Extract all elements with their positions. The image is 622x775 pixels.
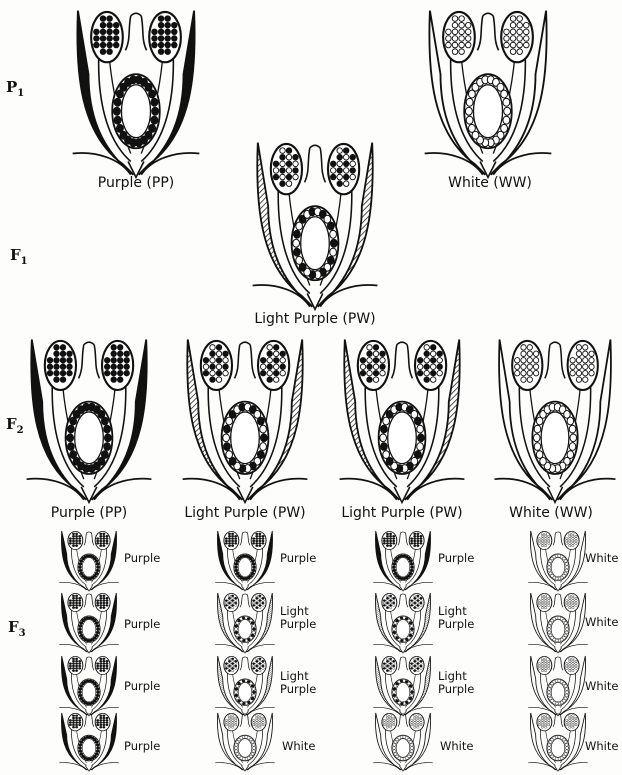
f3-col3-row1-label: Purple xyxy=(438,552,474,565)
f3-col3-row3-flower xyxy=(372,655,434,717)
f1-label: Light Purple (PW) xyxy=(215,311,415,327)
f3-col3-row2-label: Light Purple xyxy=(438,605,486,631)
f3-col3-row4-flower xyxy=(372,712,434,772)
p1-purple-flower xyxy=(70,8,202,180)
f3-col3-row1-flower xyxy=(372,530,434,592)
generation-label-f3: F3 xyxy=(8,618,26,639)
f2-flower-purple xyxy=(24,337,154,505)
f3-col1-row1-label: Purple xyxy=(124,552,160,565)
generation-label-f1: F1 xyxy=(10,246,28,267)
f3-col4-row1-flower xyxy=(527,530,589,592)
p1-white-label: White (WW) xyxy=(410,175,570,191)
f3-col4-row1-label: White xyxy=(585,552,618,565)
f3-col4-row3-label: White xyxy=(585,680,618,693)
f2-label-2: Light Purple (PW) xyxy=(165,505,325,521)
f2-label-4: White (WW) xyxy=(480,505,622,521)
f3-col2-row2-flower xyxy=(214,592,276,654)
generation-label-p1: P1 xyxy=(6,78,24,99)
p1-white-flower xyxy=(422,8,554,180)
f2-label-1: Purple (PP) xyxy=(14,505,164,521)
f3-col2-row2-label: Light Purple xyxy=(280,605,328,631)
f3-col3-row4-label: White xyxy=(440,740,473,753)
f3-col4-row4-label: White xyxy=(585,740,618,753)
f3-col1-row2-label: Purple xyxy=(124,618,160,631)
f3-col4-row4-flower xyxy=(527,712,589,772)
f2-flower-white xyxy=(492,337,618,505)
f2-label-3: Light Purple (PW) xyxy=(322,505,482,521)
f3-col3-row3-label: Light Purple xyxy=(438,670,486,696)
f3-col2-row3-flower xyxy=(214,655,276,717)
f3-col2-row1-flower xyxy=(214,530,276,592)
f3-col4-row2-label: White xyxy=(585,616,618,629)
f3-col2-row4-flower xyxy=(214,712,276,772)
f3-col1-row4-label: Purple xyxy=(124,740,160,753)
generation-label-f2: F2 xyxy=(6,415,24,436)
f3-col1-row3-flower xyxy=(58,655,120,717)
f3-col4-row3-flower xyxy=(527,655,589,717)
f2-flower-light-purple-2 xyxy=(337,337,467,505)
f3-col2-row1-label: Purple xyxy=(280,552,316,565)
f3-col1-row1-flower xyxy=(58,530,120,592)
p1-purple-label: Purple (PP) xyxy=(56,175,216,191)
f3-col3-row2-flower xyxy=(372,592,434,654)
f3-col2-row3-label: Light Purple xyxy=(280,670,328,696)
f3-col1-row3-label: Purple xyxy=(124,680,160,693)
f3-col1-row4-flower xyxy=(58,712,120,772)
f3-col1-row2-flower xyxy=(58,592,120,654)
f2-flower-light-purple-1 xyxy=(180,337,310,505)
f3-col2-row4-label: White xyxy=(282,740,315,753)
f3-col4-row2-flower xyxy=(527,592,589,654)
f1-light-purple-flower xyxy=(250,140,380,312)
